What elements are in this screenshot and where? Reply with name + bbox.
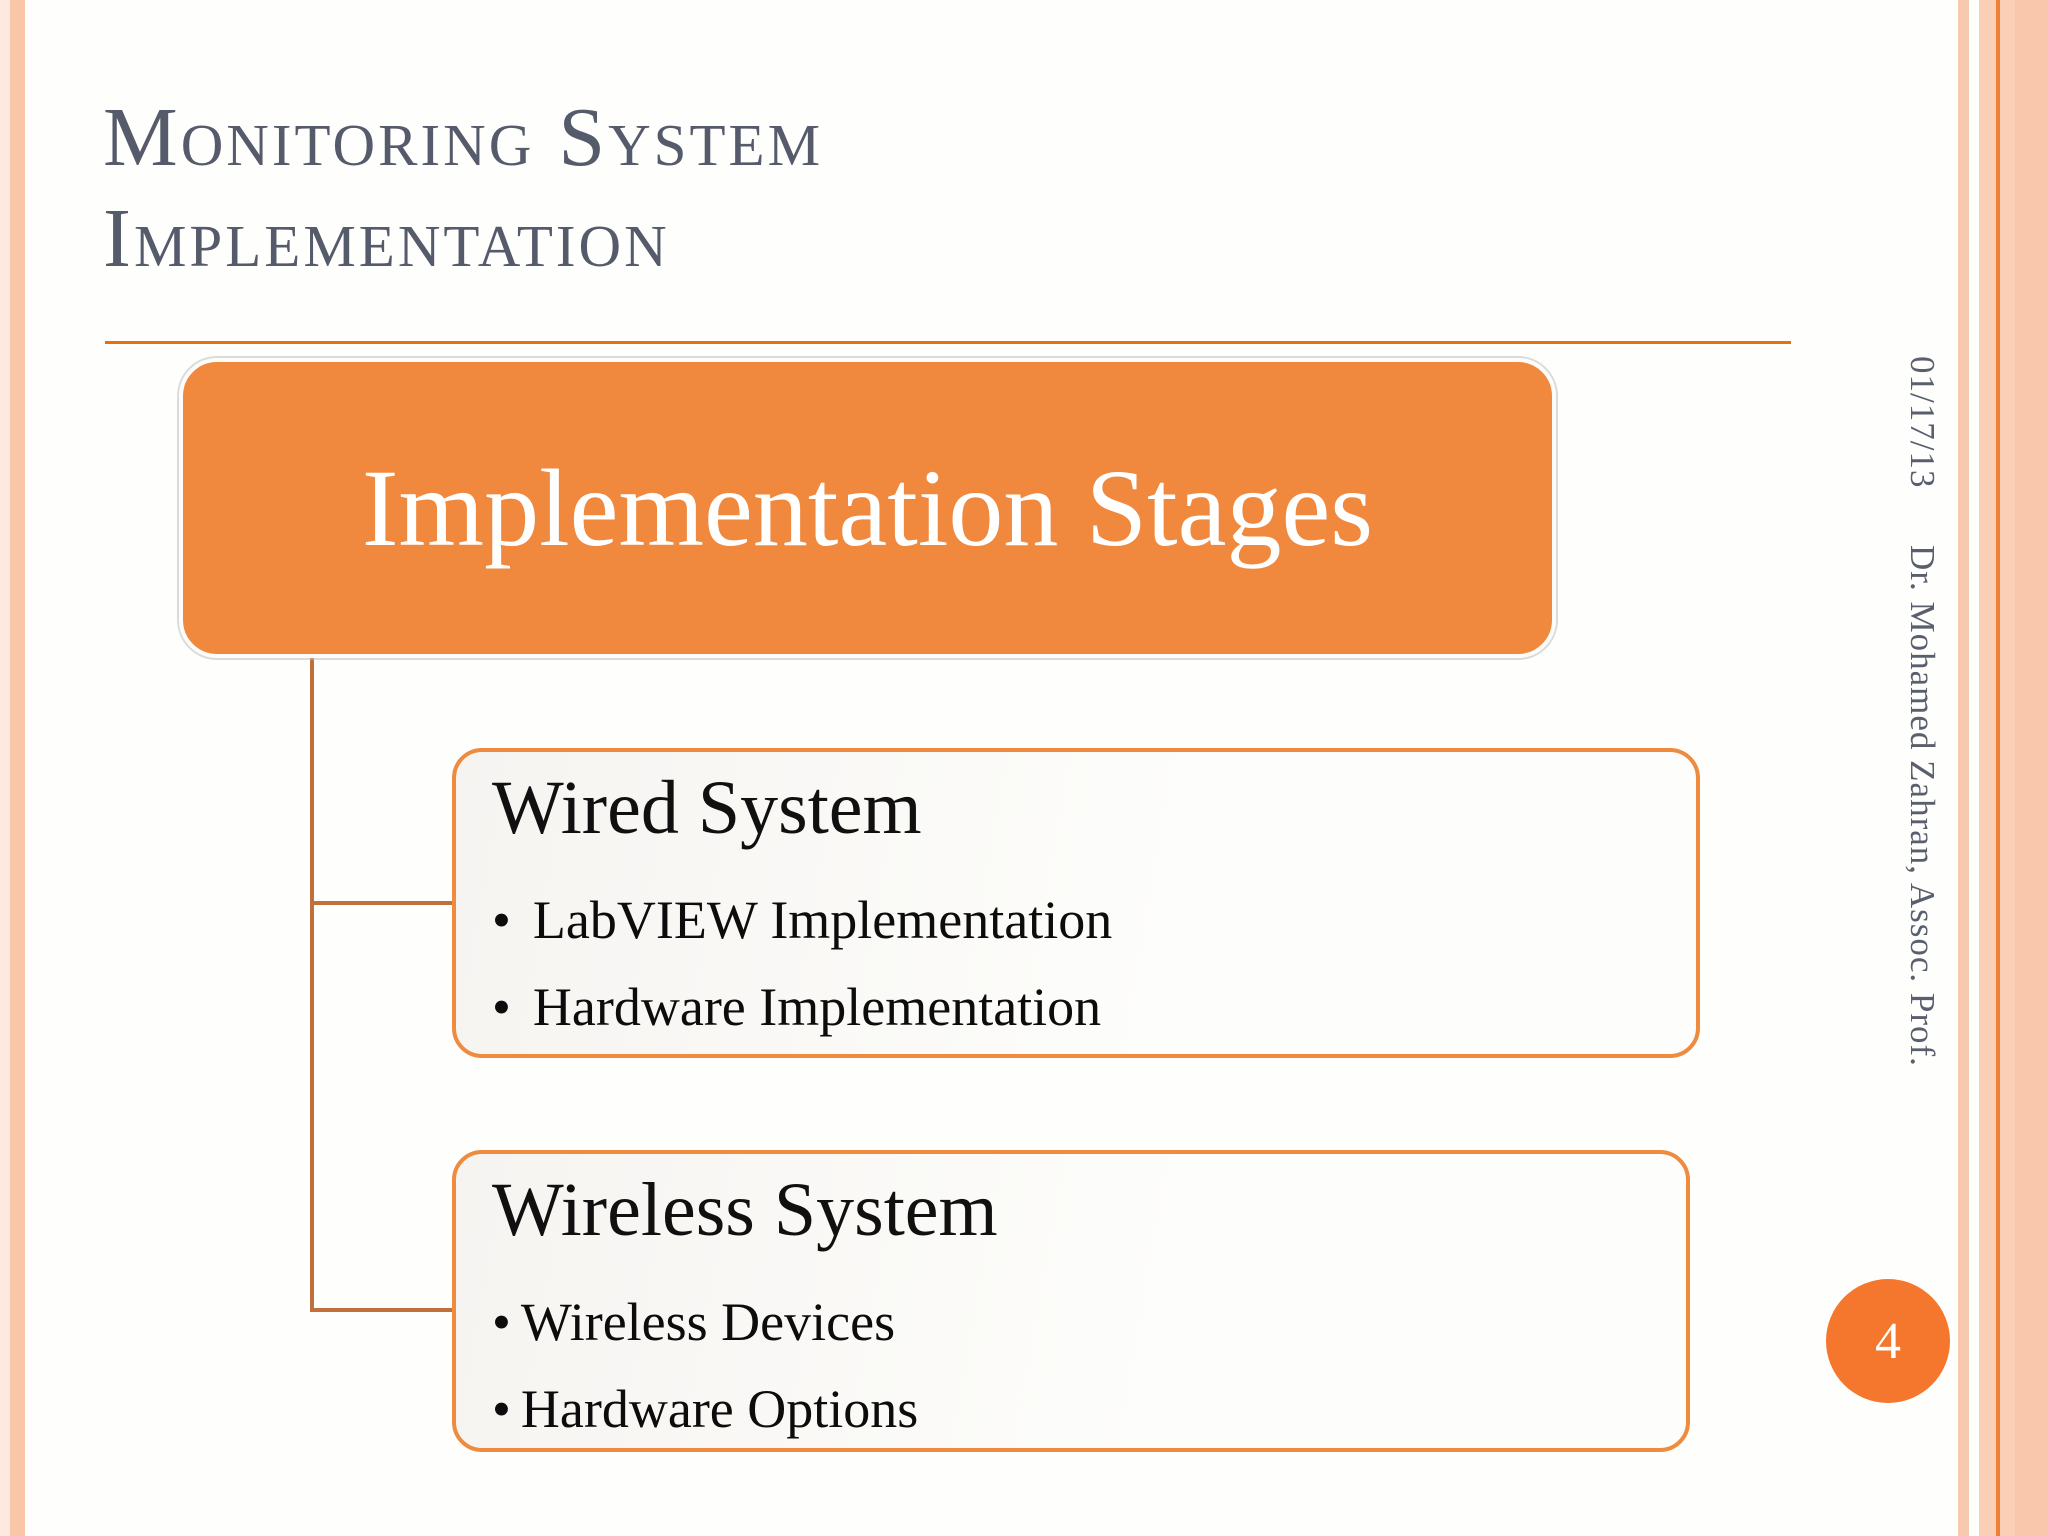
list-item: • Hardware Implementation: [492, 964, 1676, 1050]
connector-vertical: [310, 658, 314, 1312]
list-item: • LabVIEW Implementation: [492, 877, 1676, 963]
slide-footer: Dr. Mohamed Zahran, Assoc. Prof.: [1903, 545, 1942, 1067]
page-number-badge: 4: [1826, 1279, 1950, 1403]
diagram-root-box: Implementation Stages: [179, 358, 1556, 658]
wireless-system-title: Wireless System: [492, 1168, 998, 1252]
title-divider-line: [105, 341, 1791, 344]
wired-system-bullet-list: • LabVIEW Implementation • Hardware Impl…: [492, 877, 1676, 1050]
list-item: • Wireless Devices: [492, 1279, 1666, 1365]
bullet-text: Wireless Devices: [520, 1292, 896, 1353]
right-border-band-inner: [2015, 0, 2048, 1536]
right-border-stripe-thin: [1958, 0, 1969, 1536]
diagram-box-wireless-system: Wireless System • Wireless Devices • Har…: [452, 1150, 1690, 1452]
wireless-system-bullet-list: • Wireless Devices • Hardware Options: [492, 1279, 1666, 1452]
slide-title: Monitoring System Implementation: [103, 91, 824, 285]
connector-to-wireless: [310, 1308, 456, 1312]
bullet-icon: •: [492, 1292, 511, 1353]
list-item: • Hardware Options: [492, 1366, 1666, 1452]
connector-to-wired: [310, 901, 456, 905]
right-border-accent-line: [1996, 0, 2000, 1536]
diagram-root-label: Implementation Stages: [361, 446, 1374, 569]
bullet-icon: •: [492, 1378, 511, 1439]
bullet-icon: •: [492, 976, 511, 1037]
diagram-box-wired-system: Wired System • LabVIEW Implementation • …: [452, 748, 1700, 1058]
page-number: 4: [1875, 1312, 1901, 1370]
bullet-icon: •: [492, 890, 511, 951]
bullet-text: Hardware Implementation: [532, 976, 1102, 1037]
left-border-stripe-outer: [0, 0, 10, 1536]
bullet-text: LabVIEW Implementation: [532, 890, 1113, 951]
wired-system-title: Wired System: [492, 766, 922, 850]
bullet-text: Hardware Options: [520, 1378, 919, 1439]
slide-date: 01/17/13: [1903, 356, 1942, 489]
left-border-stripe: [10, 0, 25, 1536]
